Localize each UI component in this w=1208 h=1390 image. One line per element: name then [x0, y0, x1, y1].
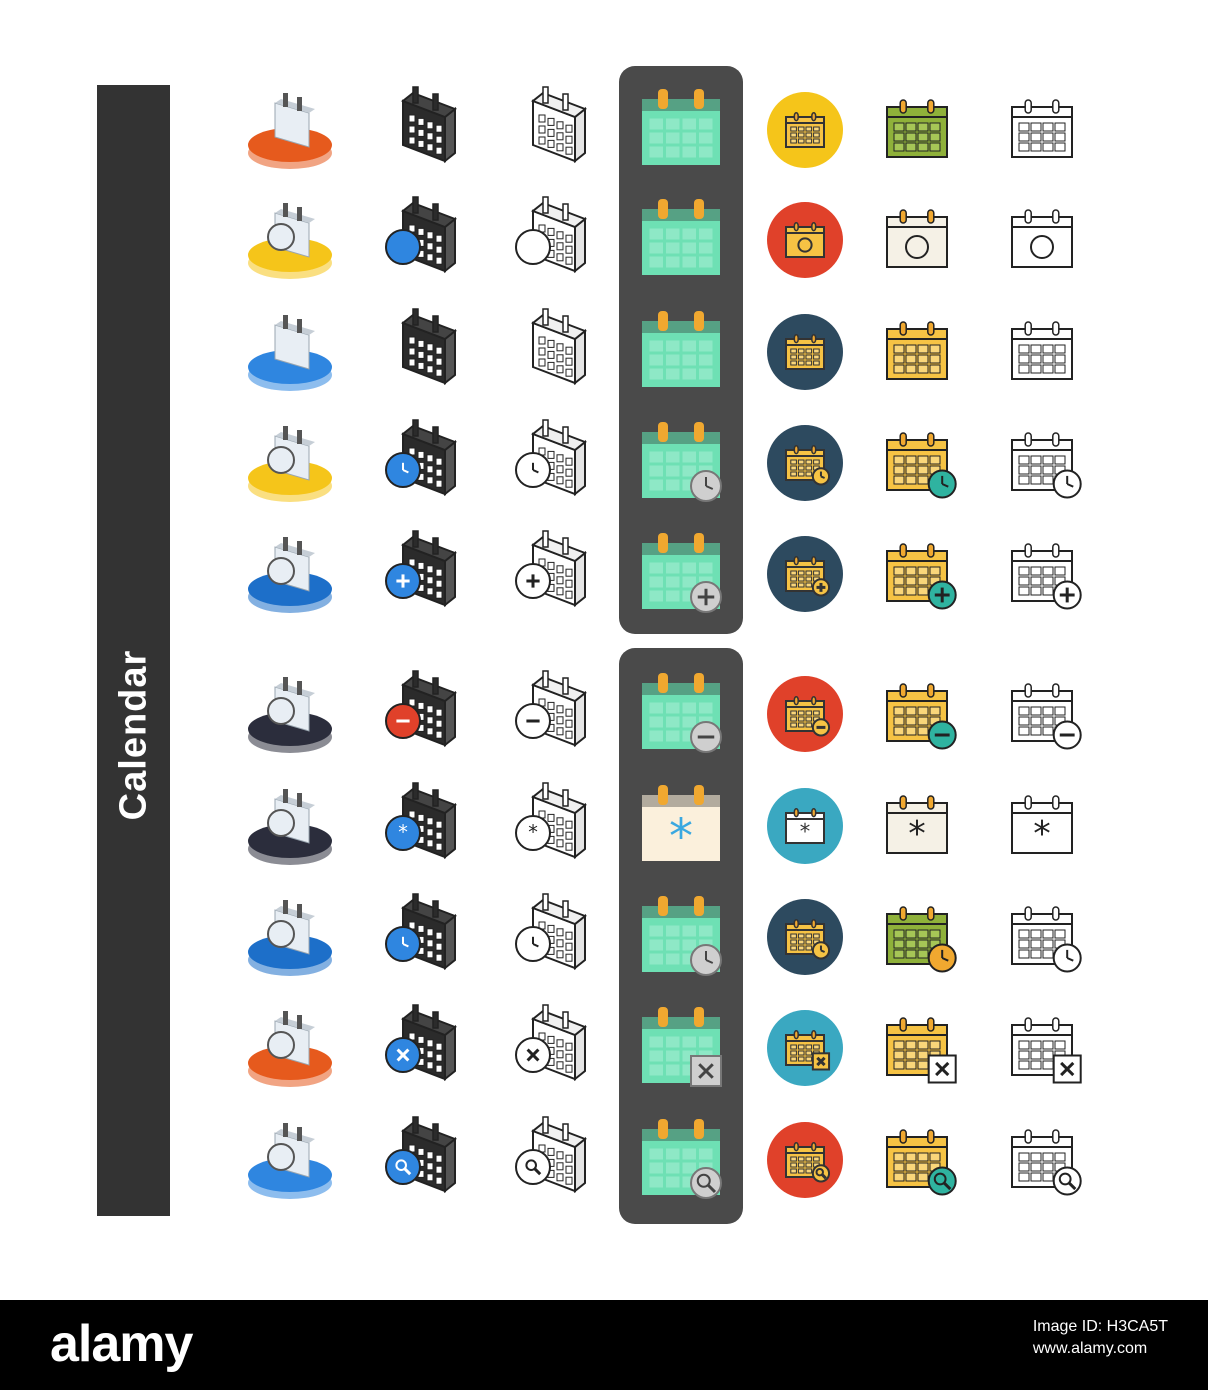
svg-text:*: * — [528, 820, 538, 843]
calendar-month-flat-circle-icon — [760, 307, 850, 397]
calendar-remove-flat-circle-icon — [760, 669, 850, 759]
sidebar-banner: Calendar — [97, 85, 170, 1216]
calendar-isometric-outline-icon — [513, 85, 603, 175]
footer-site: www.alamy.com — [1032, 1340, 1148, 1357]
svg-text:*: * — [669, 809, 693, 865]
calendar-flat-color-outline-icon — [873, 85, 963, 175]
calendar-remove-isometric-color-icon — [245, 669, 335, 759]
calendar-clock-flat-dark-panel-icon — [636, 418, 726, 508]
calendar-delete-flat-color-outline-icon — [873, 1003, 963, 1093]
calendar-month-flat-color-outline-icon — [873, 307, 963, 397]
calendar-search-flat-dark-panel-icon — [636, 1115, 726, 1205]
calendar-search-flat-circle-icon — [760, 1115, 850, 1205]
calendar-asterisk-flat-dark-panel-icon: * — [636, 781, 726, 871]
calendar-search-isometric-outline-icon — [513, 1115, 603, 1205]
calendar-clock-isometric-color-icon — [245, 418, 335, 508]
calendar-clock-isometric-filled-icon — [383, 418, 473, 508]
calendar-remove-isometric-outline-icon — [513, 669, 603, 759]
calendar-add-isometric-outline-icon — [513, 529, 603, 619]
calendar-clock-line-icon — [998, 418, 1088, 508]
calendar-add-flat-color-outline-icon — [873, 529, 963, 619]
calendar-remove-flat-color-outline-icon — [873, 669, 963, 759]
calendar-asterisk-isometric-color-icon — [245, 781, 335, 871]
calendar-line-icon — [998, 85, 1088, 175]
calendar-asterisk-isometric-filled-icon: * — [383, 781, 473, 871]
footer-image-info: Image ID: H3CA5T www.alamy.com — [1033, 1316, 1168, 1360]
calendar-alarm-flat-dark-panel-icon — [636, 195, 726, 285]
calendar-alarm-flat-color-outline-icon — [873, 195, 963, 285]
calendar-time-flat-color-outline-icon — [873, 892, 963, 982]
calendar-alarm-isometric-outline-icon — [513, 195, 603, 285]
calendar-month-isometric-outline-icon — [513, 307, 603, 397]
calendar-search-flat-color-outline-icon — [873, 1115, 963, 1205]
calendar-asterisk-flat-circle-icon: * — [760, 781, 850, 871]
calendar-asterisk-line-icon: * — [998, 781, 1088, 871]
footer-image-id: Image ID: H3CA5T — [1032, 1318, 1168, 1335]
calendar-delete-line-icon — [998, 1003, 1088, 1093]
calendar-add-isometric-filled-icon — [383, 529, 473, 619]
footer-logo: alamy — [50, 1315, 193, 1373]
footer-bar: alamy Image ID: H3CA5T www.alamy.com — [0, 1300, 1208, 1390]
calendar-asterisk-flat-color-outline-icon: * — [873, 781, 963, 871]
calendar-time-isometric-outline-icon — [513, 892, 603, 982]
calendar-search-isometric-color-icon — [245, 1115, 335, 1205]
calendar-remove-line-icon — [998, 669, 1088, 759]
svg-text:*: * — [908, 815, 926, 855]
calendar-alarm-line-icon — [998, 195, 1088, 285]
calendar-isometric-filled-icon — [383, 85, 473, 175]
calendar-delete-isometric-outline-icon — [513, 1003, 603, 1093]
calendar-asterisk-isometric-outline-icon: * — [513, 781, 603, 871]
calendar-alarm-flat-circle-icon — [760, 195, 850, 285]
calendar-isometric-color-icon — [245, 85, 335, 175]
calendar-search-isometric-filled-icon — [383, 1115, 473, 1205]
svg-text:*: * — [800, 820, 811, 844]
calendar-alarm-isometric-filled-icon — [383, 195, 473, 285]
calendar-time-line-icon — [998, 892, 1088, 982]
calendar-delete-isometric-filled-icon — [383, 1003, 473, 1093]
calendar-flat-circle-icon — [760, 85, 850, 175]
calendar-add-flat-circle-icon — [760, 529, 850, 619]
calendar-month-line-icon — [998, 307, 1088, 397]
calendar-alarm-isometric-color-icon — [245, 195, 335, 285]
calendar-clock-flat-circle-icon — [760, 418, 850, 508]
calendar-delete-flat-circle-icon — [760, 1003, 850, 1093]
calendar-month-isometric-color-icon — [245, 307, 335, 397]
calendar-time-isometric-filled-icon — [383, 892, 473, 982]
calendar-remove-isometric-filled-icon — [383, 669, 473, 759]
calendar-time-isometric-color-icon — [245, 892, 335, 982]
icon-grid: * * * * * * — [245, 85, 1088, 1205]
calendar-delete-flat-dark-panel-icon — [636, 1003, 726, 1093]
calendar-flat-dark-panel-icon — [636, 85, 726, 175]
calendar-month-isometric-filled-icon — [383, 307, 473, 397]
calendar-add-line-icon — [998, 529, 1088, 619]
calendar-clock-isometric-outline-icon — [513, 418, 603, 508]
calendar-remove-flat-dark-panel-icon — [636, 669, 726, 759]
calendar-clock-flat-color-outline-icon — [873, 418, 963, 508]
calendar-add-isometric-color-icon — [245, 529, 335, 619]
calendar-time-flat-circle-icon — [760, 892, 850, 982]
calendar-month-flat-dark-panel-icon — [636, 307, 726, 397]
calendar-search-line-icon — [998, 1115, 1088, 1205]
svg-text:*: * — [1033, 815, 1051, 855]
calendar-delete-isometric-color-icon — [245, 1003, 335, 1093]
calendar-add-flat-dark-panel-icon — [636, 529, 726, 619]
svg-text:*: * — [398, 820, 408, 843]
calendar-time-flat-dark-panel-icon — [636, 892, 726, 982]
